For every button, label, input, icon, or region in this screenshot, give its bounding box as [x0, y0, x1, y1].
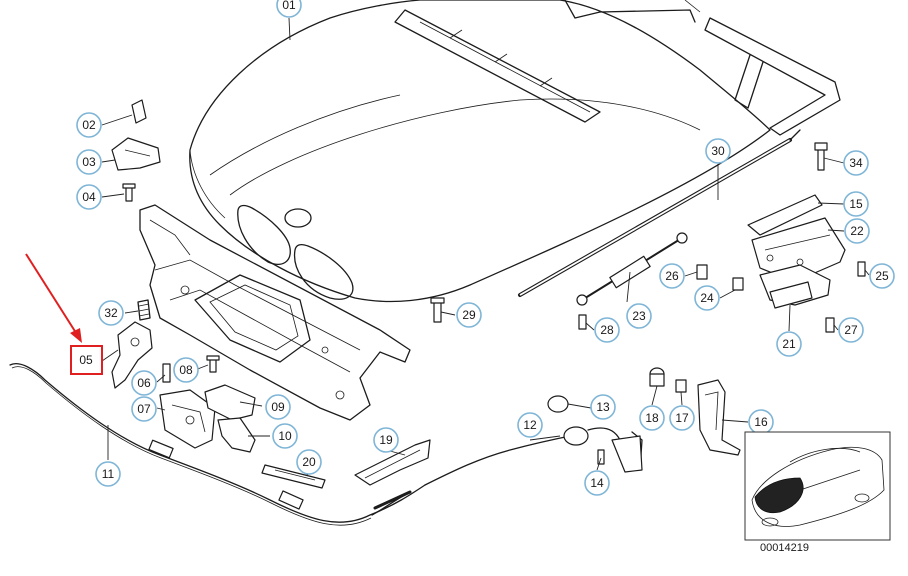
callout-label: 14 — [590, 476, 604, 490]
leader-lines — [101, 17, 870, 476]
callout-10[interactable]: 10 — [272, 423, 298, 449]
callout-26[interactable]: 26 — [659, 263, 685, 289]
callout-label: 04 — [82, 190, 96, 204]
hood-strut-long — [518, 129, 801, 297]
callout-01[interactable]: 01 — [276, 0, 302, 18]
callout-label: 17 — [675, 411, 689, 425]
callout-label: 12 — [523, 418, 537, 432]
callout-label: 02 — [82, 118, 96, 132]
callout-25[interactable]: 25 — [869, 263, 895, 289]
release-cable-drawing — [9, 363, 576, 526]
callout-label: 18 — [645, 411, 659, 425]
callout-12[interactable]: 12 — [517, 412, 543, 438]
callout-22[interactable]: 22 — [844, 218, 870, 244]
callout-04[interactable]: 04 — [76, 184, 102, 210]
callout-label: 34 — [849, 156, 863, 170]
callout-23[interactable]: 23 — [626, 303, 652, 329]
callout-label: 29 — [462, 308, 476, 322]
callout-label: 13 — [596, 400, 610, 414]
callout-label: 20 — [302, 455, 316, 469]
callout-label: 32 — [104, 306, 118, 320]
diagram-id: 00014219 — [760, 542, 809, 554]
callout-label: 24 — [700, 291, 714, 305]
callout-label: 22 — [850, 224, 864, 238]
callout-label: 27 — [844, 323, 858, 337]
hood-hinge-drawing — [430, 142, 866, 333]
callout-label: 03 — [82, 155, 96, 169]
callout-18[interactable]: 18 — [639, 405, 665, 431]
callout-29[interactable]: 29 — [456, 302, 482, 328]
callout-21[interactable]: 21 — [776, 331, 802, 357]
buffer-parts-drawing — [649, 367, 741, 456]
callout-label: 28 — [600, 323, 614, 337]
callout-05[interactable]: 05 — [70, 345, 103, 375]
hood-frame-drawing — [564, 0, 841, 136]
callout-24[interactable]: 24 — [694, 285, 720, 311]
callout-label: 25 — [875, 269, 889, 283]
callout-03[interactable]: 03 — [76, 149, 102, 175]
callouts: 01 02 03 04 05 06 07 08 09 10 11 12 13 1… — [70, 0, 895, 496]
radiator-support-drawing — [139, 204, 411, 421]
callout-label: 01 — [282, 0, 296, 12]
hood-drawing — [189, 0, 771, 303]
callout-label: 15 — [849, 197, 863, 211]
callout-13[interactable]: 13 — [590, 394, 616, 420]
callout-30[interactable]: 30 — [705, 138, 731, 164]
callout-label: 19 — [379, 433, 393, 447]
callout-14[interactable]: 14 — [584, 470, 610, 496]
callout-label: 23 — [632, 309, 646, 323]
callout-label: 11 — [102, 467, 115, 481]
callout-02[interactable]: 02 — [76, 112, 102, 138]
release-handle-drawing — [261, 439, 431, 489]
callout-15[interactable]: 15 — [843, 191, 869, 217]
highlight-arrow — [25, 253, 82, 343]
callout-label: 26 — [665, 269, 679, 283]
cable-end-drawing — [547, 395, 643, 473]
callout-34[interactable]: 34 — [843, 150, 869, 176]
callout-16[interactable]: 16 — [748, 409, 774, 435]
hood-latch-parts — [111, 99, 256, 453]
callout-08[interactable]: 08 — [173, 357, 199, 383]
callout-label: 30 — [711, 144, 725, 158]
callout-09[interactable]: 09 — [265, 394, 291, 420]
callout-label: 07 — [137, 402, 151, 416]
callout-20[interactable]: 20 — [296, 449, 322, 475]
callout-06[interactable]: 06 — [131, 370, 157, 396]
callout-28[interactable]: 28 — [594, 317, 620, 343]
callout-label: 10 — [278, 429, 292, 443]
callout-17[interactable]: 17 — [669, 405, 695, 431]
callout-27[interactable]: 27 — [838, 317, 864, 343]
callout-label: 16 — [754, 415, 768, 429]
callout-label: 05 — [79, 353, 93, 367]
callout-label: 08 — [179, 363, 193, 377]
callout-11[interactable]: 11 — [95, 461, 121, 487]
vehicle-thumbnail: 00014219 — [744, 431, 891, 554]
callout-19[interactable]: 19 — [373, 427, 399, 453]
callout-32[interactable]: 32 — [98, 300, 124, 326]
callout-label: 09 — [271, 400, 285, 414]
callout-07[interactable]: 07 — [131, 396, 157, 422]
callout-label: 21 — [782, 337, 796, 351]
callout-label: 06 — [137, 376, 151, 390]
